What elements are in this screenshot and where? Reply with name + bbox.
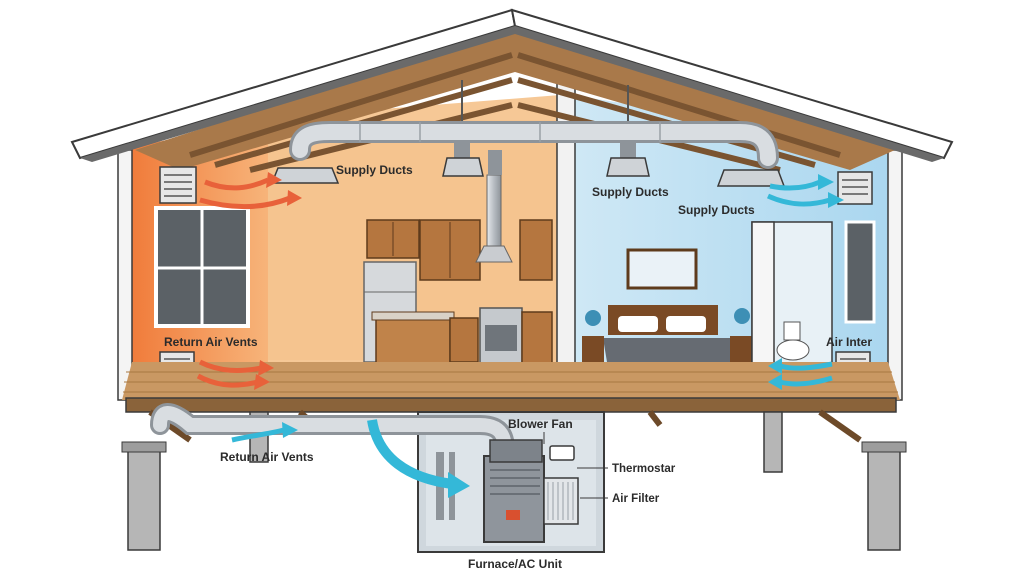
- label-air-intake-right: Air Inter: [826, 335, 872, 349]
- label-supply-ducts-center: Supply Ducts: [592, 185, 669, 199]
- center-partition-wall: [556, 59, 576, 391]
- cool-arrow-bottom-right: [779, 361, 833, 371]
- toilet: [776, 339, 810, 361]
- roof-shingles-right: [515, 26, 944, 162]
- supply-diffuser-left: [270, 167, 340, 184]
- bed-blanket: [603, 338, 772, 368]
- bedroom-picture: [626, 248, 698, 290]
- warm-arrow-bottom-left-2: [196, 373, 259, 388]
- label-supply-ducts-left: Supply Ducts: [336, 163, 413, 177]
- bedroom: [582, 171, 876, 383]
- roof: [70, 8, 954, 173]
- cool-arrow-return-basement: [231, 427, 285, 443]
- supply-diffuser-center: [442, 157, 484, 177]
- roof-rafters-right: [515, 28, 895, 170]
- cool-arrow-into-furnace: [367, 419, 453, 489]
- left-upper-vent: [159, 166, 197, 204]
- label-blower-fan: Blower Fan: [508, 417, 573, 431]
- diagram-labels: Supply Ducts Supply Ducts Supply Ducts R…: [164, 163, 872, 571]
- right-upper-vent: [837, 171, 873, 205]
- warm-arrow-top-left-2: [199, 195, 291, 209]
- label-furnace-ac-unit: Furnace/AC Unit: [468, 557, 562, 571]
- furnace-ac-unit: [483, 432, 608, 543]
- right-exterior-wall: [887, 149, 903, 401]
- label-return-air-vents-left: Return Air Vents: [164, 335, 258, 349]
- floor: [122, 362, 900, 443]
- left-exterior-wall: [117, 149, 133, 401]
- furnace-body: [483, 455, 545, 543]
- ductwork: [150, 121, 786, 520]
- cool-arrow-top-right: [769, 179, 821, 191]
- warm-arrow-top-left: [204, 177, 270, 191]
- label-air-filter: Air Filter: [612, 493, 660, 505]
- label-supply-ducts-right: Supply Ducts: [678, 203, 755, 217]
- blower-fan-housing: [489, 439, 543, 463]
- roof-rafters-left: [135, 28, 515, 170]
- right-window: [844, 220, 876, 324]
- supply-diffuser-right-2: [716, 169, 786, 187]
- supply-diffuser-right-1: [606, 157, 650, 177]
- label-return-air-vents-bottom: Return Air Vents: [220, 450, 314, 464]
- warm-arrow-bottom-left: [198, 359, 263, 373]
- roof-shingles-left: [80, 26, 515, 162]
- label-thermostat: Thermostar: [612, 463, 676, 475]
- cool-arrow-top-right-2: [766, 193, 831, 207]
- airflow-arrows: [196, 172, 844, 498]
- thermostat-device: [549, 445, 575, 461]
- air-filter: [543, 477, 579, 525]
- cool-arrow-bottom-right-2: [779, 375, 833, 387]
- floor-joist: [125, 397, 897, 413]
